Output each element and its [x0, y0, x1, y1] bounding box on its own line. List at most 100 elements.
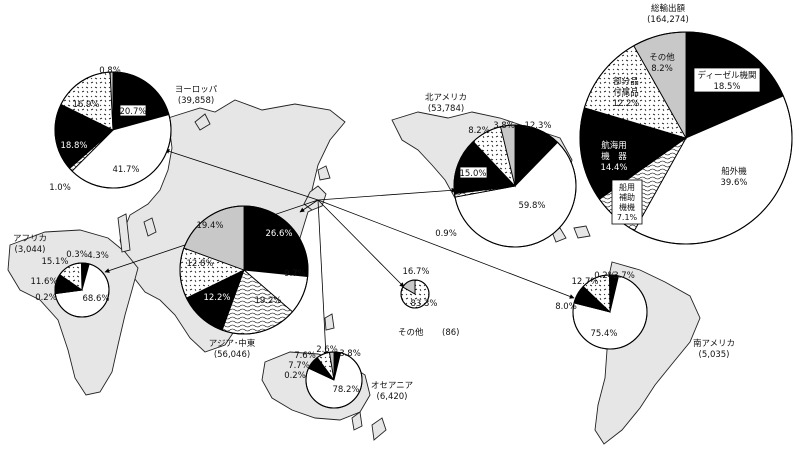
land-island-7	[194, 113, 211, 131]
africa-pct-nav: 11.6%	[30, 277, 57, 287]
land-island-4	[117, 213, 131, 253]
europe-title: ヨーロッパ	[175, 85, 218, 95]
oceania-title: オセアニア	[371, 381, 413, 391]
pie-south-america-outline	[572, 274, 648, 350]
sa-pct-others: 0.2%	[594, 271, 616, 281]
oceania-pct-diesel: 3.8%	[339, 349, 361, 359]
nav-name-2: 機 器	[601, 151, 627, 162]
pie-oceania	[305, 351, 363, 409]
south-america-title: 南アメリカ	[693, 338, 735, 349]
oceania-pct-others: 2.6%	[316, 345, 338, 355]
aux-name-1: 船用	[619, 182, 635, 192]
asia-pct-aux: 19.2%	[254, 296, 281, 306]
sa-pct-nav: 8.0%	[555, 302, 577, 312]
pie-africa-outline	[54, 262, 110, 318]
pie-charts	[54, 31, 793, 409]
na-pct-nav-box	[459, 166, 488, 179]
other-pct-parts: 83.3%	[410, 299, 437, 309]
arrow-to-oceania	[317, 199, 329, 357]
parts-name-1: 部分品	[613, 76, 639, 87]
sa-pct-parts: 12.7%	[571, 277, 598, 287]
land-japan	[303, 185, 327, 211]
pie-other	[400, 279, 430, 309]
north-america-amount: (53,784)	[428, 104, 464, 114]
na-pct-others: 3.8%	[493, 121, 515, 131]
arrow-to-south-america	[317, 199, 575, 299]
na-pct-outboard: 59.8%	[518, 201, 545, 211]
land-island-nz	[371, 417, 387, 441]
na-pct-aux: 0.9%	[435, 229, 457, 239]
parts-name-2: 付属品	[613, 87, 639, 98]
diesel-label-box	[693, 67, 761, 93]
land-island-3	[573, 225, 591, 239]
pie-south-america	[572, 274, 648, 350]
asia-pct-parts: 12.8%	[186, 259, 213, 269]
asia-pct-others: 19.4%	[196, 221, 223, 231]
aux-percent: 7.1%	[617, 213, 638, 222]
pie-asia	[179, 205, 309, 335]
sa-pct-outboard: 75.4%	[590, 329, 617, 339]
asia-title: アジア･中東	[209, 338, 256, 349]
pie-africa-slice-5	[81, 262, 83, 291]
pie-europe-outline	[54, 71, 172, 189]
oceania-amount: (6,420)	[377, 392, 408, 402]
pie-north-america-outline	[453, 124, 577, 248]
na-pct-diesel: 12.3%	[524, 121, 551, 131]
north-america-title: 北アメリカ	[425, 93, 467, 103]
land-island-1	[324, 313, 335, 331]
outboard-name: 船外機	[721, 166, 747, 177]
africa-amount: (3,044)	[15, 245, 46, 255]
europe-pct-diesel: 20.7%	[119, 107, 146, 117]
oceania-pct-aux: 0.2%	[284, 371, 306, 381]
land-island-5	[143, 217, 157, 237]
africa-pct-aux: 0.2%	[35, 293, 57, 303]
other-title: その他	[398, 327, 424, 338]
pie-total-outline	[579, 31, 793, 245]
other-pct-others: 16.7%	[402, 267, 429, 277]
europe-pct-others: 0.8%	[99, 66, 121, 76]
others-percent: 8.2%	[651, 64, 673, 74]
diesel-name: ディーゼル機関	[698, 70, 757, 81]
pie-asia-outline	[179, 205, 309, 335]
arrow-to-north-america	[317, 187, 457, 201]
pie-other-outline	[400, 279, 430, 309]
aux-name-2: 補助	[619, 192, 635, 202]
south-america-amount: (5,035)	[699, 350, 730, 360]
pie-north-america	[453, 124, 577, 248]
regional-percent-labels: 0.8% 20.7% 16.9% 18.8% 41.7% 1.0% 3.8% 1…	[30, 66, 634, 395]
europe-amount: (39,858)	[178, 96, 214, 106]
arrow-to-asia	[299, 199, 319, 213]
region-titles: 総輸出額 (164,274) ヨーロッパ (39,858) 北アメリカ (53,…	[13, 3, 735, 402]
europe-pct-outboard: 41.7%	[112, 165, 139, 175]
africa-pct-parts: 15.1%	[41, 257, 68, 267]
total-title: 総輸出額	[651, 3, 686, 14]
asia-pct-diesel: 26.6%	[265, 229, 292, 239]
sa-pct-diesel: 3.7%	[613, 271, 635, 281]
other-amount: (86)	[442, 328, 459, 338]
europe-pct-diesel-box	[119, 104, 147, 117]
africa-pct-diesel: 4.3%	[87, 251, 109, 261]
nav-name-1: 航海用	[601, 140, 627, 151]
oceania-pct-parts: 7.6%	[294, 351, 316, 361]
arrow-to-other	[317, 199, 405, 288]
land-island-6	[317, 165, 331, 181]
asia-pct-nav: 12.2%	[203, 293, 230, 303]
na-pct-parts: 8.2%	[468, 126, 490, 136]
europe-pct-aux: 1.0%	[49, 183, 71, 193]
asia-amount: (56,046)	[214, 350, 250, 360]
diesel-percent: 18.5%	[713, 82, 740, 92]
arrow-to-europe	[164, 149, 319, 201]
oceania-pct-outboard: 78.2%	[332, 385, 359, 395]
nav-percent: 14.4%	[600, 163, 627, 173]
total-category-labels: ディーゼル機関 18.5% 船外機 39.6% 船用 補助 機機 7.1% 航海…	[600, 52, 761, 225]
africa-pct-others: 0.3%	[66, 250, 88, 260]
outboard-percent: 39.6%	[720, 178, 747, 188]
oceania-pct-nav: 7.7%	[288, 361, 310, 371]
others-name: その他	[649, 52, 675, 63]
na-pct-nav: 15.0%	[459, 169, 486, 179]
pie-africa	[54, 262, 110, 318]
total-amount: (164,274)	[647, 15, 689, 25]
europe-pct-nav: 18.8%	[60, 141, 87, 151]
